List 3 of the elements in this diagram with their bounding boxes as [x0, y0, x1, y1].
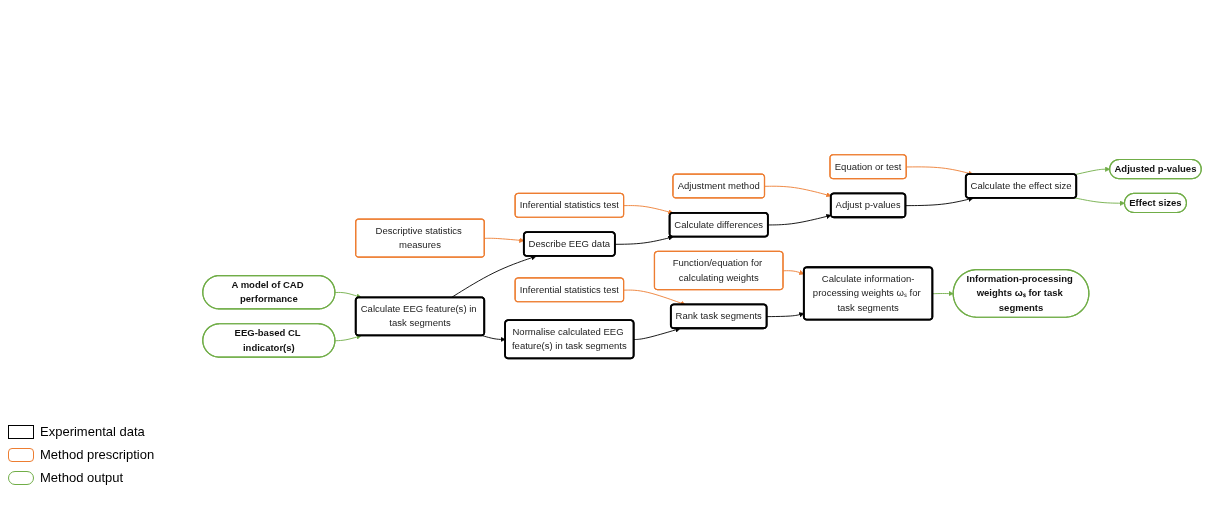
- legend-text: Experimental data: [40, 424, 145, 439]
- legend-text: Method prescription: [40, 447, 155, 462]
- legend-text: Method output: [40, 470, 124, 485]
